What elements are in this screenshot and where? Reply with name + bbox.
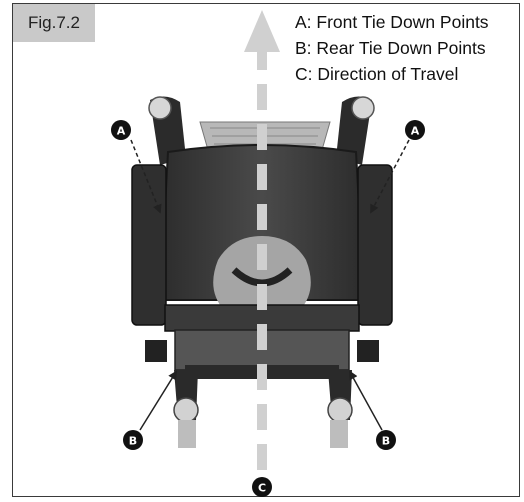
rear-right-pointer [349,370,383,431]
marker-c-label: C [258,482,266,495]
marker-b-left-label: B [129,435,137,448]
legend-item-b: B: Rear Tie Down Points [295,38,486,58]
legend-item-c: C: Direction of Travel [295,64,459,84]
rear-castors [173,370,353,448]
cushion-handle [231,267,293,287]
front-left-pointer [130,139,162,214]
marker-b-left: B [123,430,143,450]
legend: A: Front Tie Down Points B: Rear Tie Dow… [295,9,489,87]
rear-left-pointer [139,370,177,431]
marker-a-left: A [111,120,131,140]
marker-a-left-label: A [117,125,126,138]
figure-label: Fig.7.2 [13,4,95,42]
legend-item-a: A: Front Tie Down Points [295,12,489,32]
marker-b-right: B [376,430,396,450]
marker-b-right-label: B [382,435,390,448]
marker-a-right: A [405,120,425,140]
direction-arrow [244,10,280,470]
push-handles [148,96,375,165]
marker-c: C [252,477,272,497]
seat-cushion [213,236,311,310]
marker-a-right-label: A [411,125,420,138]
